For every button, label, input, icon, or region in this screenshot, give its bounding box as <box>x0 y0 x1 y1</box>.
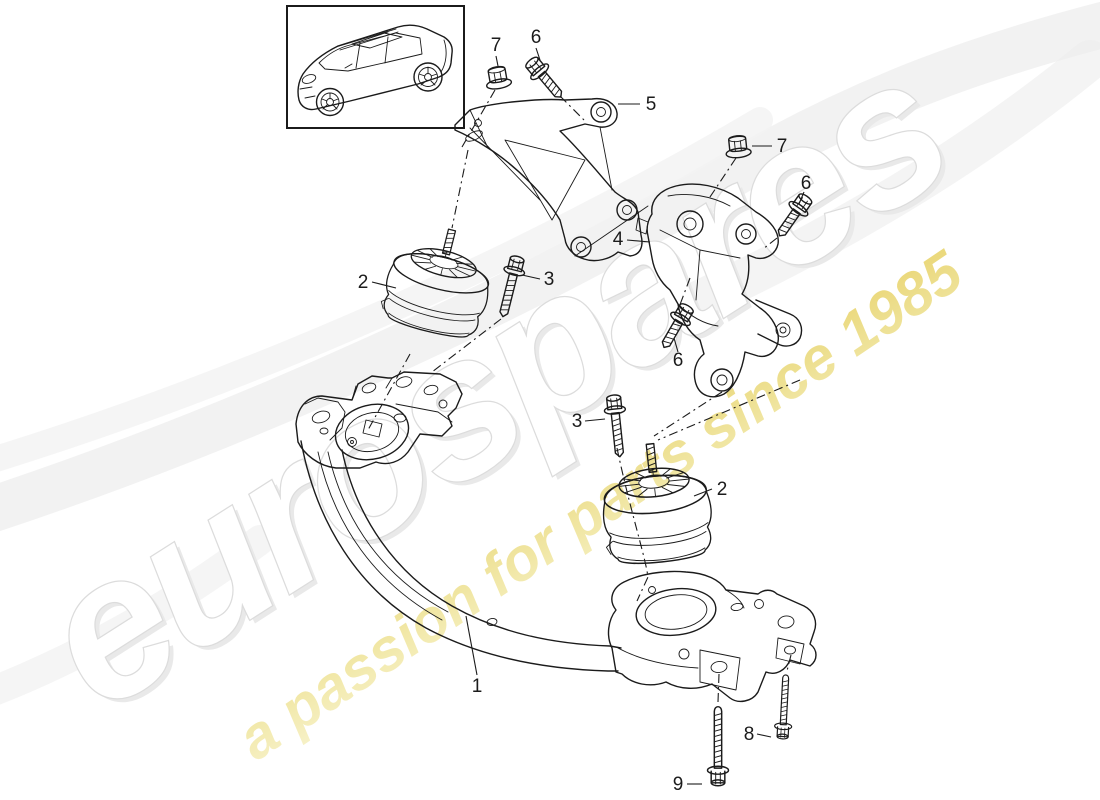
watermark-brand: eurospares eurospares <box>2 15 987 755</box>
callout-6-right[interactable]: 6 <box>801 173 812 194</box>
callout-3-left[interactable]: 3 <box>544 269 555 290</box>
callouts: 7 6 5 7 6 2 3 4 6 3 2 1 8 9 <box>358 27 812 795</box>
callout-6-top[interactable]: 6 <box>531 27 542 48</box>
callout-3-right[interactable]: 3 <box>572 411 583 432</box>
assembly-lines-front <box>367 89 792 703</box>
callout-7-top[interactable]: 7 <box>491 35 502 56</box>
nut-7-top <box>482 63 513 92</box>
bolt-8 <box>773 673 795 740</box>
leader-lines <box>371 47 805 785</box>
bolt-6-top <box>520 52 570 105</box>
callout-6-lower[interactable]: 6 <box>673 350 684 371</box>
callout-5[interactable]: 5 <box>646 94 657 115</box>
car-thumbnail <box>286 5 465 129</box>
callout-2-right[interactable]: 2 <box>717 479 728 500</box>
callout-8[interactable]: 8 <box>744 724 755 745</box>
assembly-lines-behind <box>451 149 801 602</box>
bolt-9 <box>706 705 730 787</box>
watermark-swoosh <box>0 1 1100 705</box>
subframe-part-1 <box>295 371 817 703</box>
callout-2-left[interactable]: 2 <box>358 272 369 293</box>
car-icon <box>297 24 453 117</box>
callout-9[interactable]: 9 <box>673 774 684 795</box>
engine-bracket-part-4 <box>635 183 803 398</box>
callout-1[interactable]: 1 <box>472 676 483 697</box>
callout-4[interactable]: 4 <box>613 229 624 250</box>
callout-7-right[interactable]: 7 <box>777 136 788 157</box>
engine-bracket-part-5 <box>454 97 643 262</box>
